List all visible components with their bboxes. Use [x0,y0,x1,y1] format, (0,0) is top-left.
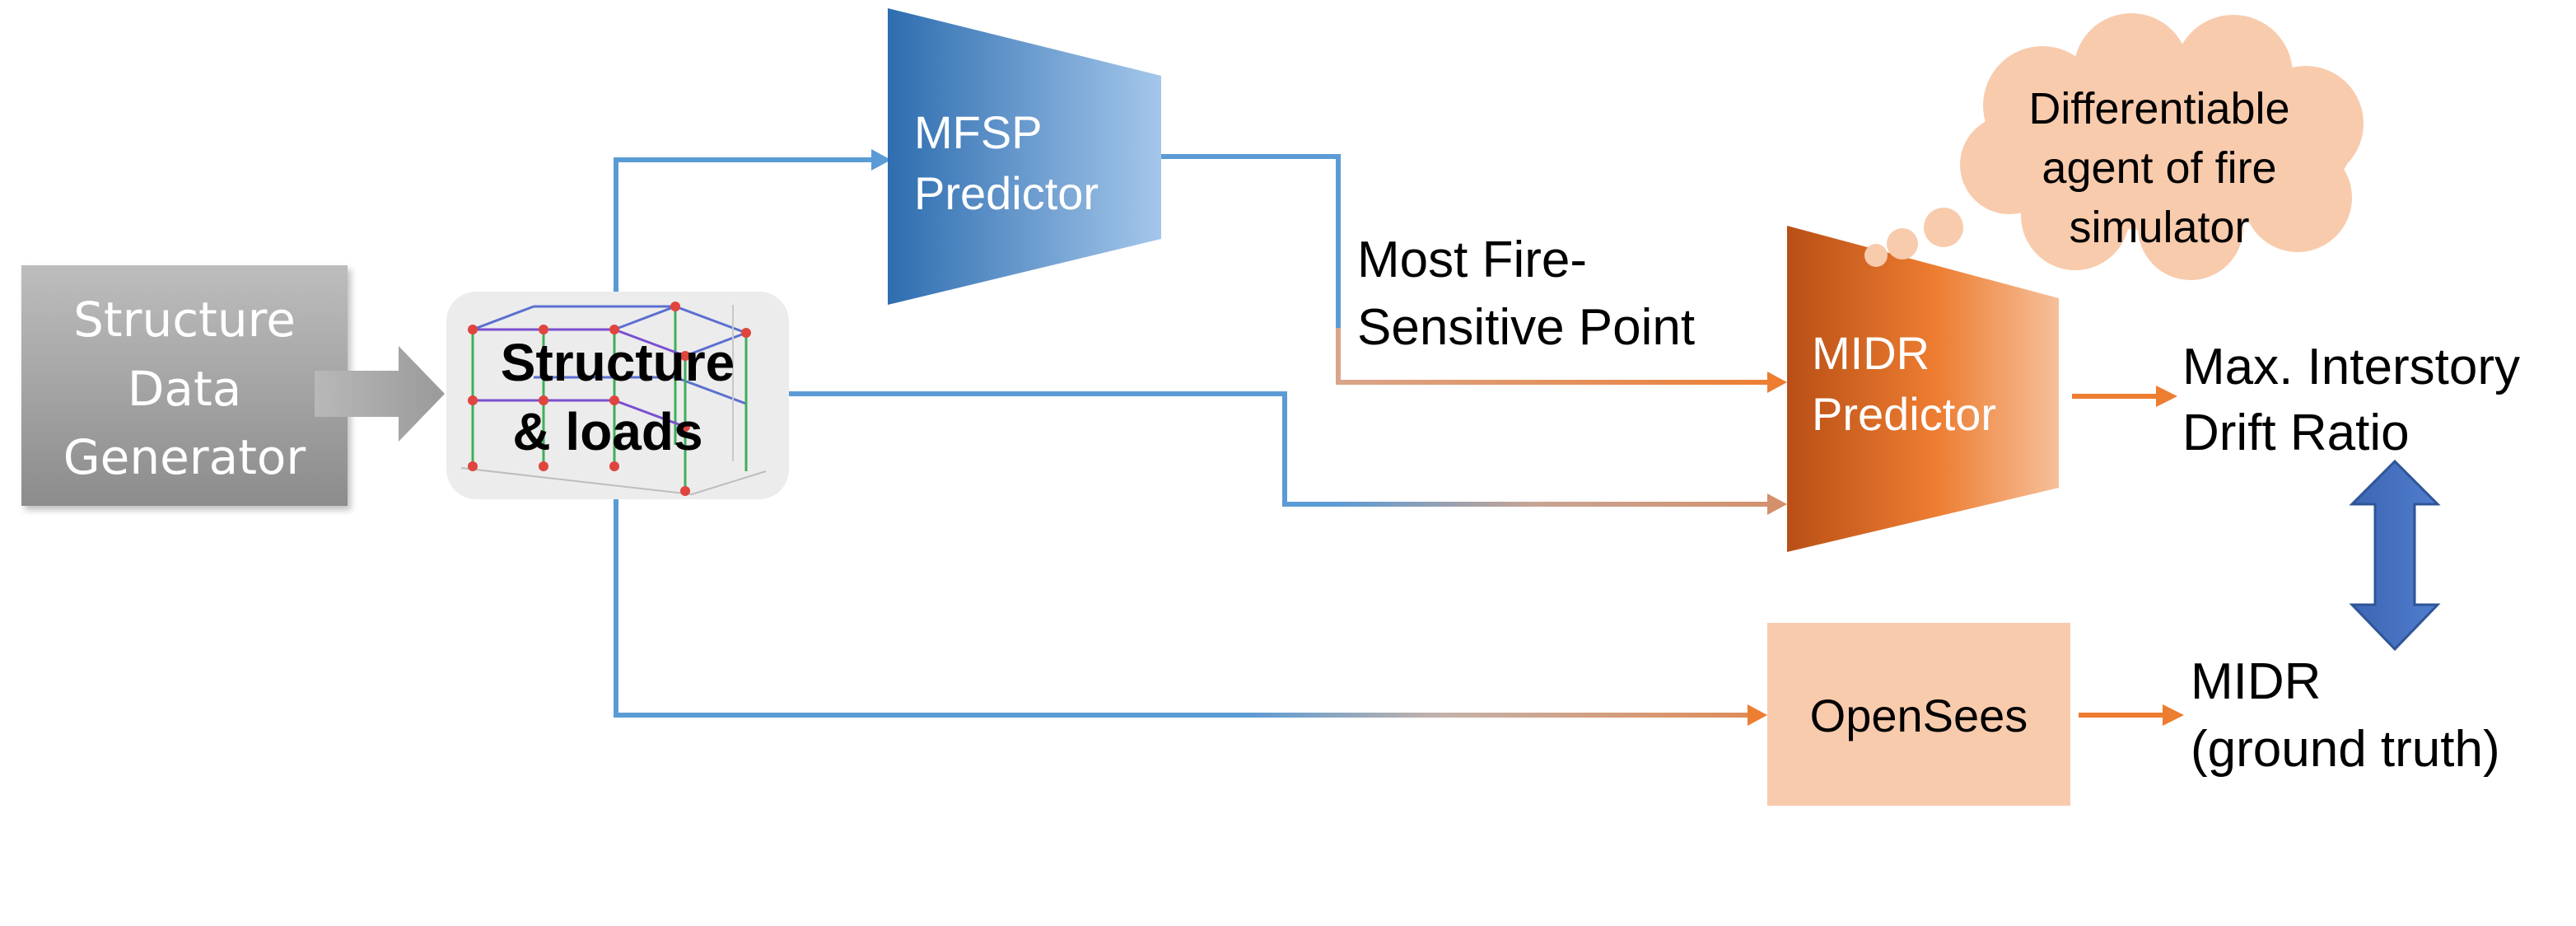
prediction-line-2: Drift Ratio [2182,405,2410,461]
structure-loads-node: Structure & loads [446,292,789,499]
thought-line-3: simulator [2069,203,2249,252]
thought-line-1: Differentiable [2028,84,2289,133]
mfsp-label-line-1: MFSP [914,106,1043,158]
midr-output-arrow [2072,386,2177,407]
opensees-output-arrow [2079,704,2184,726]
mfsp-output-line-2: Sensitive Point [1357,299,1695,356]
thought-bubble-small [1864,244,1888,267]
opensees-node: OpenSees [1767,623,2070,806]
opensees-label: OpenSees [1810,690,2028,741]
ground-truth-line-1: MIDR [2191,653,2321,710]
prediction-label: Max. Interstory Drift Ratio [2182,339,2520,461]
thought-bubble-medium [1887,228,1918,260]
midr-label-line-2: Predictor [1812,388,1996,440]
generator-label-line-3: Generator [63,429,306,485]
mfsp-label-line-2: Predictor [914,167,1099,219]
generator-to-structure-arrow [315,346,445,442]
thought-cloud: Differentiable agent of fire simulator [1864,13,2364,280]
structure-label-line-1: Structure [501,333,735,392]
most-fire-sensitive-point-label: Most Fire- Sensitive Point [1357,232,1695,356]
structure-to-midr-connector [789,391,1787,515]
prediction-line-1: Max. Interstory [2182,339,2520,395]
mfsp-output-line-1: Most Fire- [1357,232,1587,288]
thought-cloud-body [1960,13,2364,280]
mfsp-predictor-node: MFSP Predictor [888,8,1161,305]
thought-line-2: agent of fire [2042,143,2276,193]
midr-predictor-node: MIDR Predictor [1787,226,2059,552]
ground-truth-line-2: (ground truth) [2191,721,2500,778]
midr-label-line-1: MIDR [1812,327,1930,379]
thought-bubble-large [1924,208,1963,247]
structure-label-line-2: & loads [512,402,702,461]
generator-label-line-1: Structure [73,292,296,348]
structure-node-points [468,302,751,496]
structure-to-mfsp-connector [614,149,891,292]
generator-label-line-2: Data [128,361,242,417]
ground-truth-label: MIDR (ground truth) [2191,653,2500,778]
structure-to-opensees-connector [614,499,1767,726]
mfsp-to-midr-connector [1161,154,1787,393]
structure-data-generator-node: Structure Data Generator [21,265,348,506]
comparison-double-arrow [2349,459,2441,652]
